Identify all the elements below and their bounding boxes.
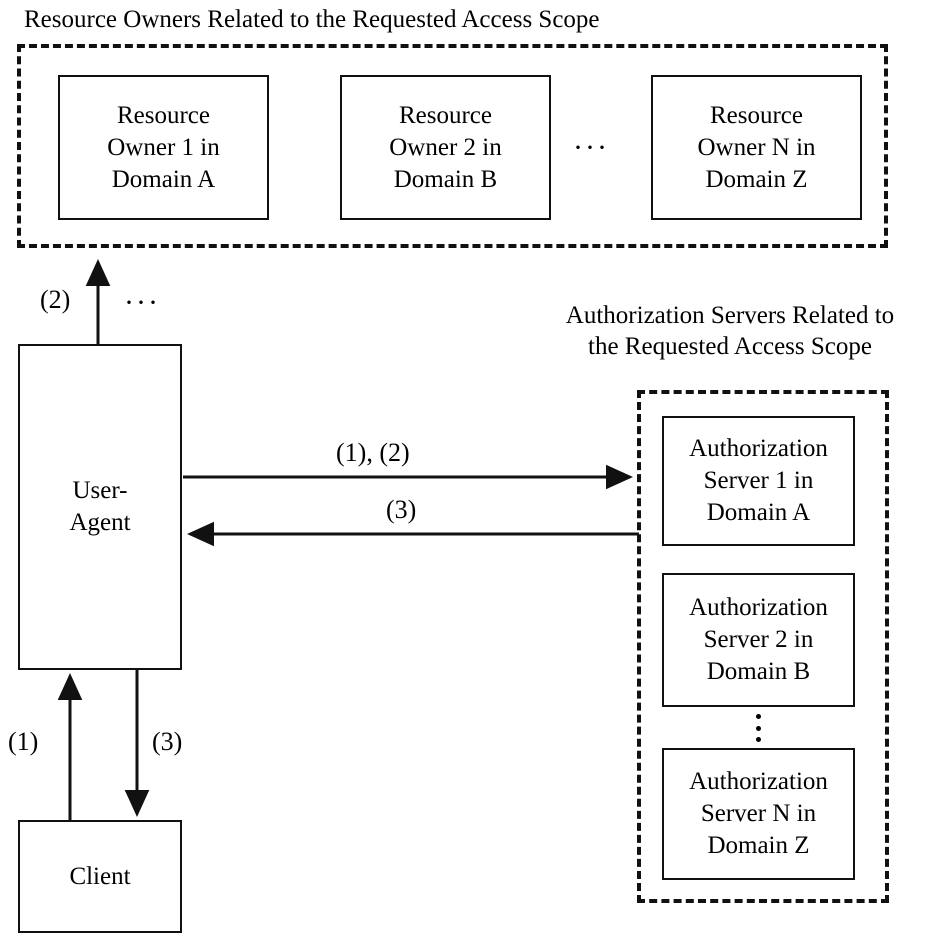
edge-label-ua-to-resource-owners: (2) (40, 285, 71, 314)
resource-owners-group-title: Resource Owners Related to the Requested… (24, 6, 600, 33)
edge-label-auth-servers-to-ua: (3) (386, 495, 417, 524)
user-agent-ellipsis-icon: ··· (124, 286, 160, 319)
client-box[interactable]: Client (18, 820, 182, 933)
resource-owner-2-box[interactable]: Resource Owner 2 in Domain B (340, 75, 551, 220)
authorization-servers-group-title: Authorization Servers Related to the Req… (565, 302, 895, 360)
resource-owners-group-boundary (17, 44, 888, 248)
authorization-servers-group-boundary (637, 390, 889, 903)
resource-owner-n-box[interactable]: Resource Owner N in Domain Z (651, 75, 862, 220)
user-agent-box[interactable]: User- Agent (18, 344, 182, 670)
authorization-server-2-box[interactable]: Authorization Server 2 in Domain B (662, 573, 855, 707)
edge-label-client-to-ua: (1) (8, 727, 39, 756)
edge-label-ua-to-client: (3) (152, 727, 183, 756)
edge-label-ua-to-auth-servers: (1), (2) (336, 438, 410, 467)
authorization-server-1-box[interactable]: Authorization Server 1 in Domain A (662, 416, 855, 546)
authorization-server-n-box[interactable]: Authorization Server N in Domain Z (662, 748, 855, 880)
resource-owner-1-box[interactable]: Resource Owner 1 in Domain A (58, 75, 269, 220)
resource-owners-ellipsis-icon: ··· (573, 131, 609, 164)
authorization-servers-vertical-ellipsis-icon (755, 714, 761, 742)
